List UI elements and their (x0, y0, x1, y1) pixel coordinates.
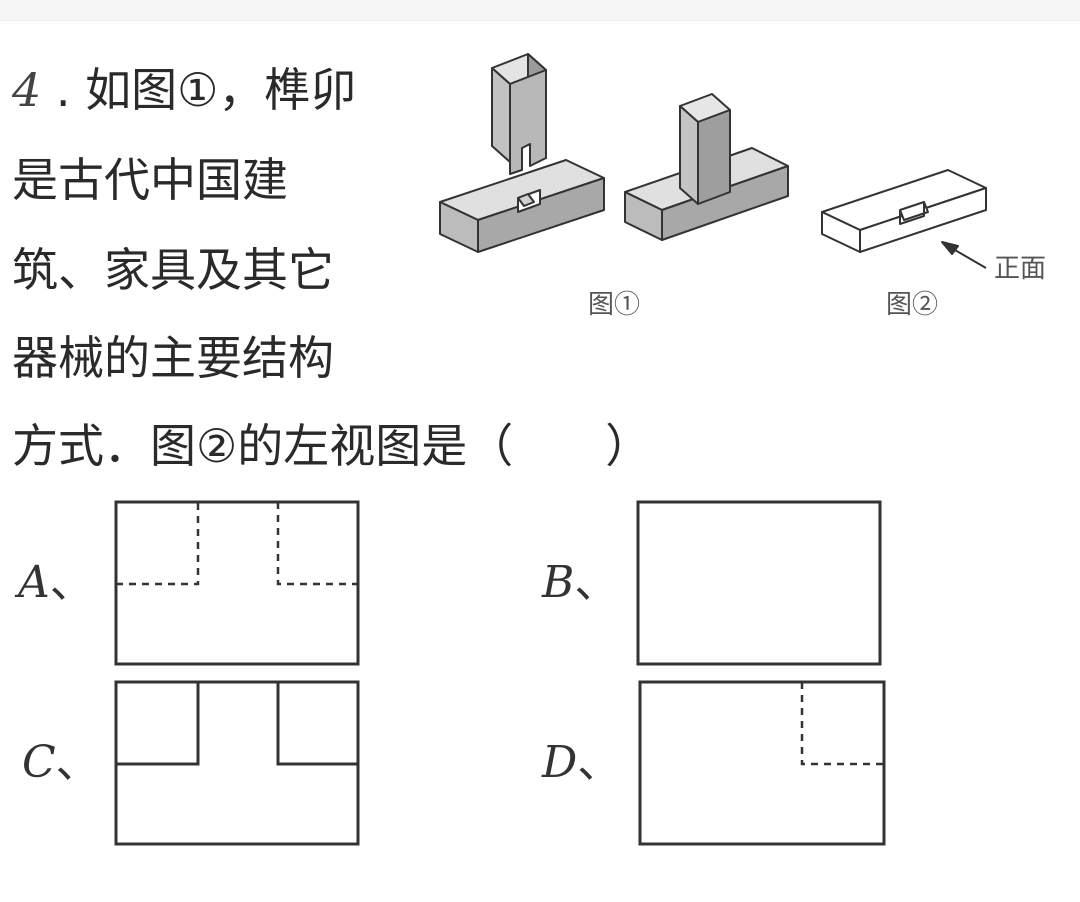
option-d-view[interactable] (638, 680, 886, 846)
option-a-label[interactable]: A、 (18, 558, 94, 608)
option-c-label[interactable]: C、 (22, 738, 100, 788)
assembled-piece (624, 93, 789, 241)
figure-1-caption: 图① (588, 290, 641, 320)
option-d-label[interactable]: D、 (542, 738, 621, 788)
option-b-view[interactable] (636, 500, 882, 666)
option-c-view[interactable] (114, 680, 360, 846)
option-b-label[interactable]: B、 (542, 558, 618, 608)
option-c-letter: C (22, 737, 56, 788)
front-label: 正面 (994, 254, 1047, 284)
mortise-base (439, 159, 605, 253)
option-c-sep: 、 (55, 737, 100, 788)
option-a-sep: 、 (49, 557, 94, 608)
tenon-piece (491, 53, 547, 175)
question-number: 4 (12, 63, 42, 117)
question-line-5: 方式．图②的左视图是（ ） (12, 419, 652, 473)
question-dot: . (55, 63, 71, 117)
option-d-sep: 、 (577, 737, 622, 788)
top-bar (0, 0, 1080, 21)
question-line-3: 筑、家具及其它 (12, 243, 334, 297)
option-a-view[interactable] (114, 500, 360, 666)
mortise-block-white (821, 169, 987, 253)
option-d-letter: D (542, 737, 578, 788)
question-line-4: 器械的主要结构 (12, 331, 334, 385)
question-line-1: 4 . 如图①，榫卯 (12, 62, 356, 118)
question-line-2: 是古代中国建 (12, 153, 288, 207)
option-a-letter: A (18, 557, 50, 608)
option-b-letter: B (542, 557, 575, 608)
figure-2-caption: 图② (886, 290, 939, 320)
question-text-1: 如图①，榫卯 (85, 63, 357, 117)
mortise-tenon-figure (439, 53, 987, 269)
option-b-sep: 、 (574, 557, 619, 608)
